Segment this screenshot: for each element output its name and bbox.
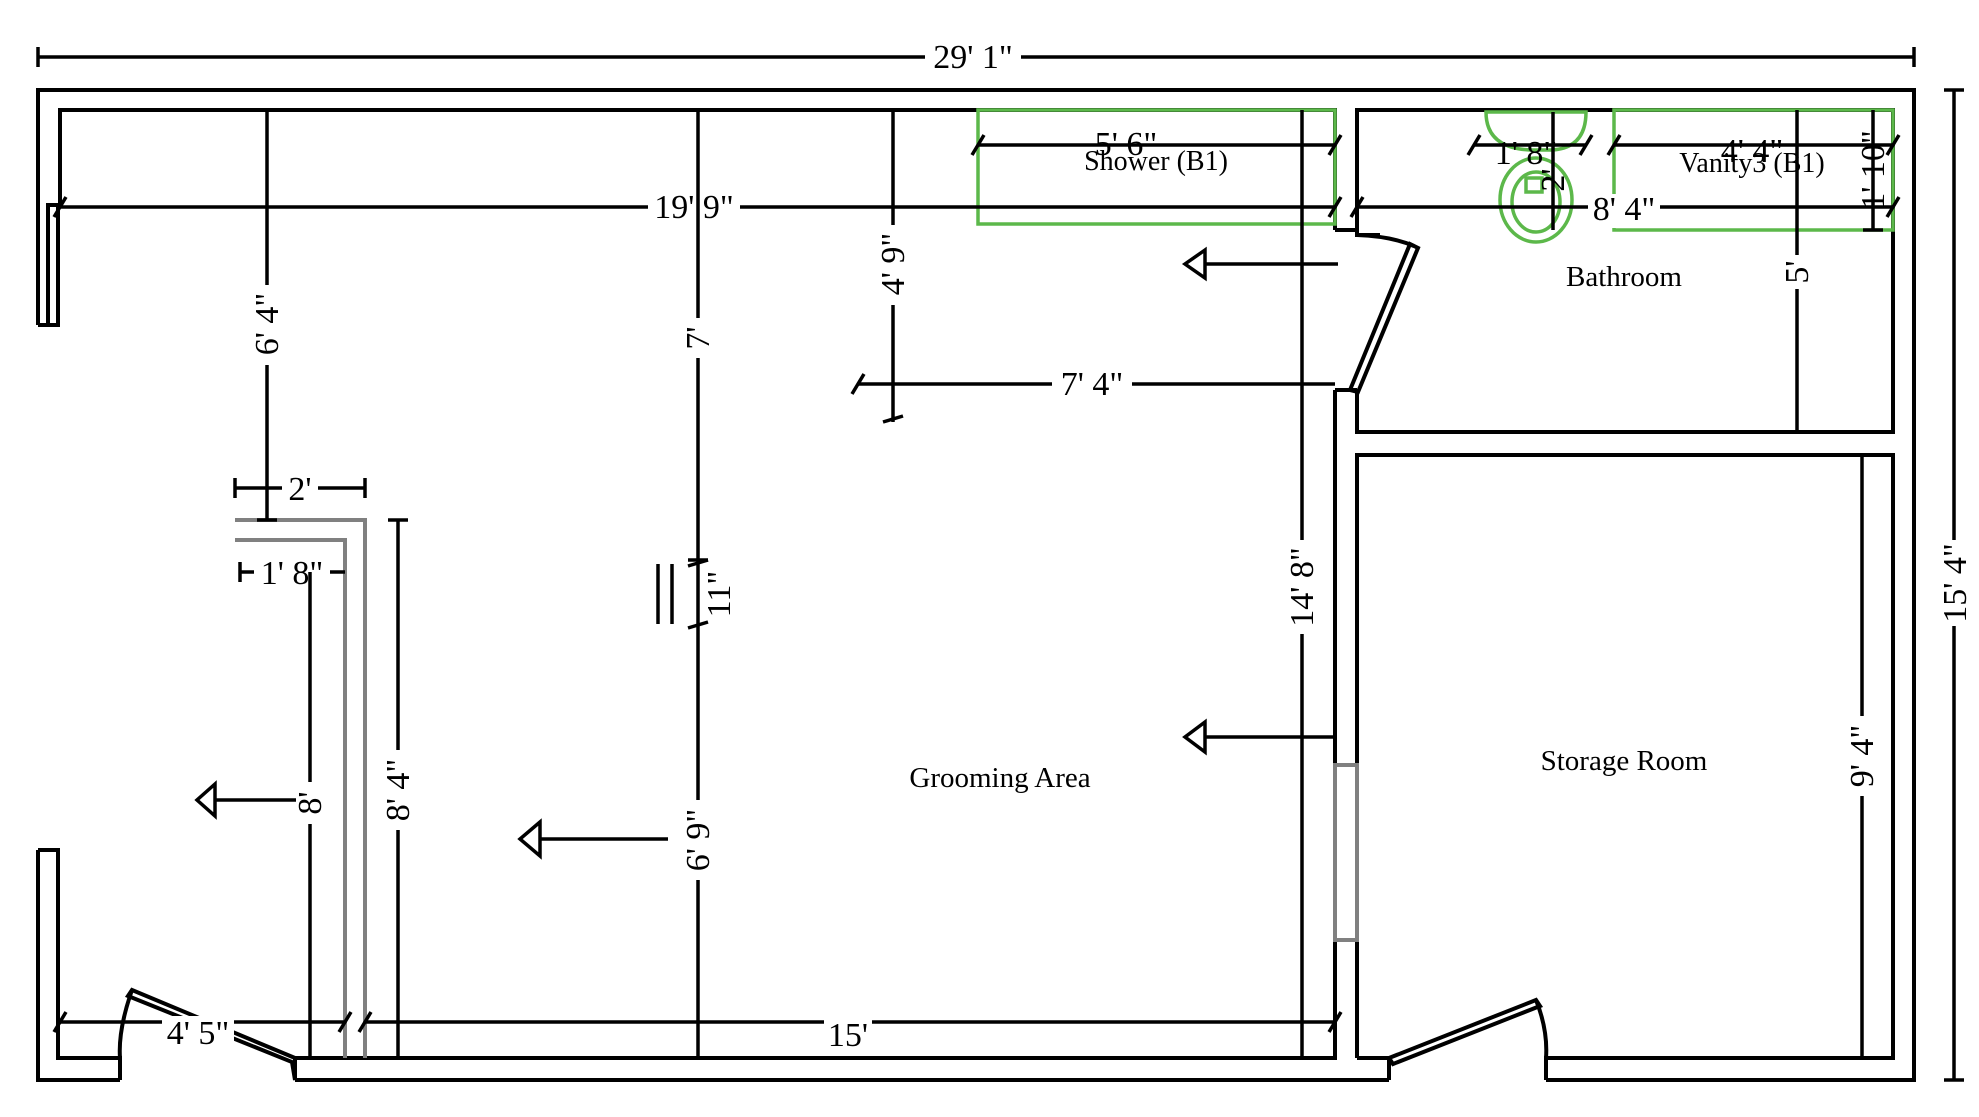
dim-7: 7' — [680, 110, 717, 562]
dim-5-6-label: 5' 6" — [1095, 126, 1158, 163]
dim-6-4: 6' 4" — [249, 110, 286, 522]
dim-6-9: 6' 9" — [680, 628, 717, 1058]
dim-4-4: 4' 4" — [1606, 133, 1901, 170]
dim-7-label: 7' — [680, 326, 717, 349]
vanity-label: Vanity3 (B1) — [1679, 148, 1824, 179]
dim-19-9-label: 19' 9" — [654, 189, 734, 226]
dim-9-4-label: 9' 4" — [1844, 725, 1881, 788]
dim-7-4: 7' 4" — [850, 366, 1335, 403]
dim-1-8-wall-label: 1' 8" — [261, 555, 324, 592]
dim-1-10: 1' 10" — [1855, 110, 1892, 232]
dim-1-8-wall: 1' 8" — [238, 555, 345, 592]
dim-9-4: 9' 4" — [1844, 453, 1881, 1060]
dim-8-4-bath: 8' 4" — [1349, 191, 1901, 228]
dim-14-8-label: 14' 8" — [1284, 547, 1321, 627]
dim-2-toilet: 2' — [1535, 112, 1572, 230]
dim-1-10-label: 1' 10" — [1855, 130, 1892, 210]
dim-2-wall-label: 2' — [288, 471, 311, 508]
dim-8: 8' — [292, 572, 329, 1058]
window — [1333, 763, 1359, 942]
dim-14-8: 14' 8" — [1284, 110, 1321, 1060]
direction-arrows — [194, 246, 1338, 860]
vanity-fixture — [1612, 108, 1895, 232]
doors — [117, 233, 1549, 1081]
overall-width-label: 29' 1" — [933, 39, 1013, 76]
dim-2-wall: 2' — [233, 471, 367, 508]
dim-2-toilet-label: 2' — [1535, 168, 1572, 191]
dim-5-6: 5' 6" — [970, 126, 1343, 163]
dim-7-4-label: 7' 4" — [1061, 366, 1124, 403]
dim-5-bath: 5' — [1779, 110, 1816, 434]
dim-8-label: 8' — [292, 791, 329, 814]
dim-11: 11" — [656, 558, 738, 630]
dim-6-9-label: 6' 9" — [680, 809, 717, 872]
dim-4-5-label: 4' 5" — [167, 1015, 230, 1052]
partial-wall — [235, 518, 1359, 1058]
dim-1-8-top: 1' 8" — [1466, 134, 1594, 172]
dim-4-4-label: 4' 4" — [1721, 133, 1784, 170]
dim-8-4-bath-label: 8' 4" — [1593, 191, 1656, 228]
room-label-bathroom: Bathroom — [1566, 261, 1682, 293]
overall-width-dimension: 29' 1" — [36, 39, 1916, 76]
dim-8-4: 8' 4" — [380, 518, 417, 1058]
room-label-grooming: Grooming Area — [909, 762, 1090, 794]
dim-15-label: 15' — [828, 1017, 868, 1054]
shower-fixture — [976, 108, 1337, 226]
dim-4-9: 4' 9" — [875, 110, 912, 424]
overall-height-dimension: 15' 4" — [1937, 88, 1974, 1082]
dim-6-4-label: 6' 4" — [249, 293, 286, 356]
shower-label: Shower (B1) — [1084, 146, 1228, 177]
room-label-storage: Storage Room — [1541, 745, 1708, 777]
dim-8-4-label: 8' 4" — [380, 759, 417, 822]
overall-height-label: 15' 4" — [1937, 543, 1974, 623]
dim-4-5: 4' 5" — [52, 1011, 353, 1052]
dim-11-label: 11" — [701, 571, 738, 618]
dim-4-9-label: 4' 9" — [875, 233, 912, 296]
dim-15: 15' — [357, 1011, 1343, 1054]
toilet-fixture — [1484, 110, 1588, 244]
dim-1-8-top-label: 1' 8" — [1495, 135, 1558, 172]
dim-5-bath-label: 5' — [1779, 260, 1816, 283]
